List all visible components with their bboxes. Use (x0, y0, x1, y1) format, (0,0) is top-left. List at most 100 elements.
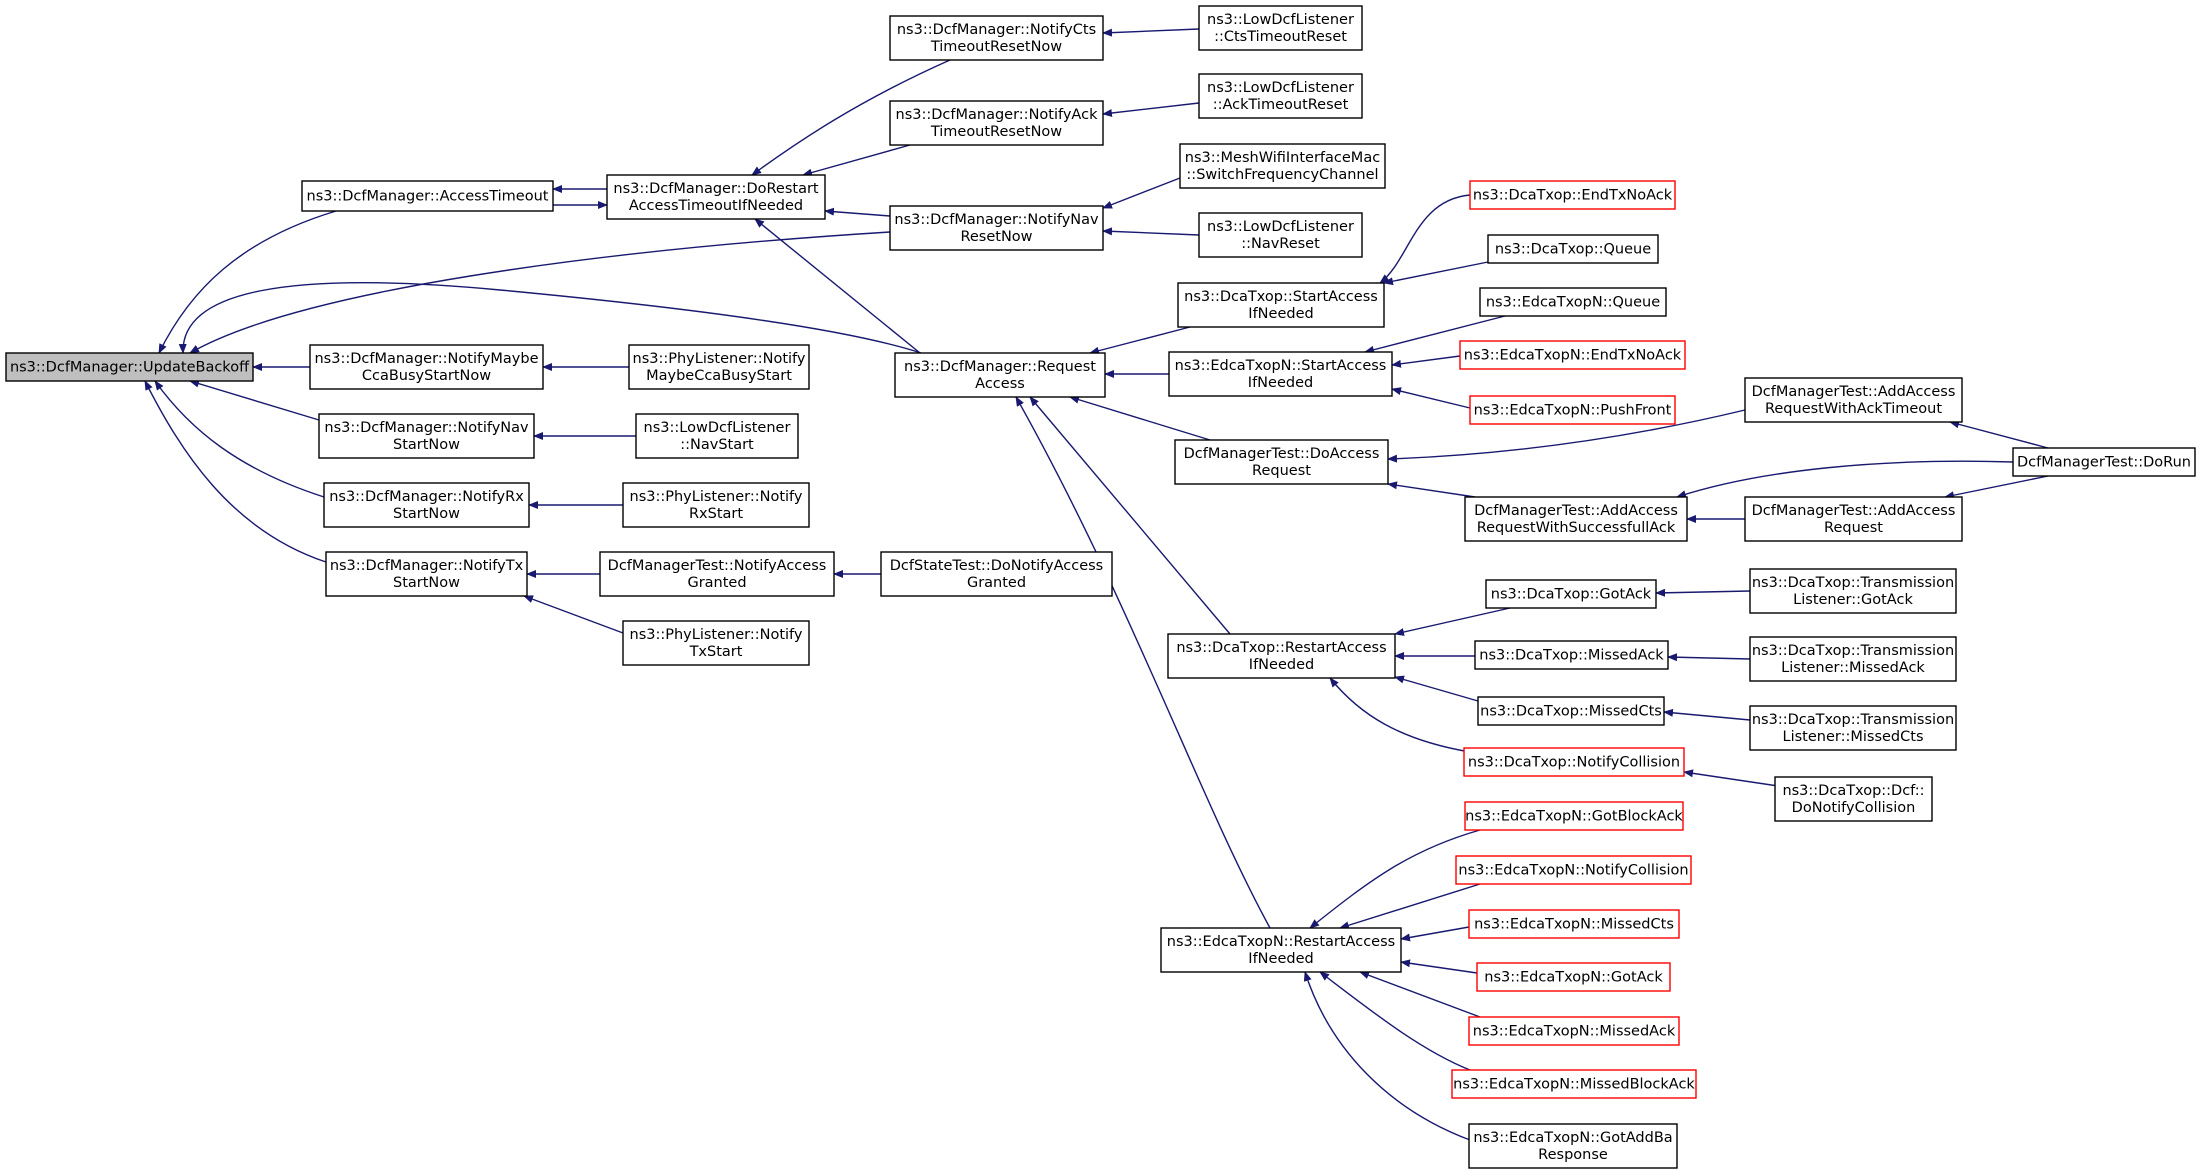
node-notify-maybe[interactable]: ns3::DcfManager::NotifyMaybeCcaBusyStart… (309, 344, 544, 390)
node-label: ns3::LowDcfListener (1207, 12, 1354, 28)
node-test-dorun[interactable]: DcfManagerTest::DoRun (2012, 447, 2196, 477)
node-tl-missedack[interactable]: ns3::DcaTxop::TransmissionListener::Miss… (1749, 636, 1957, 682)
node-edca-gotack[interactable]: ns3::EdcaTxopN::GotAck (1476, 962, 1671, 992)
node-box (606, 174, 826, 220)
node-box (1468, 1123, 1678, 1169)
node-box (894, 352, 1106, 398)
node-label: ns3::PhyListener::Notify (630, 489, 803, 505)
node-label: TxStart (689, 644, 743, 660)
node-dca-missedack[interactable]: ns3::DcaTxop::MissedAck (1474, 640, 1669, 670)
edge-low-navreset-to-notify-nav-reset (1102, 227, 1200, 236)
node-label: CcaBusyStartNow (362, 368, 491, 384)
node-tl-missedcts[interactable]: ns3::DcaTxop::TransmissionListener::Miss… (1749, 705, 1957, 751)
node-tl-gotack[interactable]: ns3::DcaTxop::TransmissionListener::GotA… (1749, 568, 1957, 614)
node-box (1774, 776, 1933, 822)
node-edca-notifycoll[interactable]: ns3::EdcaTxopN::NotifyCollision (1455, 855, 1692, 885)
node-update-backoff[interactable]: ns3::DcfManager::UpdateBackoff (5, 352, 254, 382)
node-mesh-switch[interactable]: ns3::MeshWifiInterfaceMac::SwitchFrequen… (1179, 143, 1386, 189)
node-dca-missedcts[interactable]: ns3::DcaTxop::MissedCts (1477, 696, 1665, 726)
node-box (1469, 395, 1676, 425)
node-do-restart[interactable]: ns3::DcfManager::DoRestartAccessTimeoutI… (606, 174, 826, 220)
node-label: ns3::EdcaTxopN::Queue (1486, 295, 1660, 311)
node-box (1744, 377, 1963, 423)
node-phy-maybe[interactable]: ns3::PhyListener::NotifyMaybeCcaBusyStar… (628, 344, 810, 390)
node-label: ns3::DcaTxop::MissedCts (1480, 704, 1662, 720)
edges-layer (144, 28, 2049, 1141)
node-label: ns3::MeshWifiInterfaceMac (1185, 150, 1380, 166)
node-label: ns3::DcaTxop::StartAccess (1184, 289, 1378, 305)
node-low-ack[interactable]: ns3::LowDcfListener::AckTimeoutReset (1198, 73, 1363, 119)
node-edca-gotblockack[interactable]: ns3::EdcaTxopN::GotBlockAck (1464, 801, 1684, 831)
edge-edca-missedack-to-edca-restart (1359, 971, 1481, 1018)
node-access-timeout[interactable]: ns3::DcfManager::AccessTimeout (301, 180, 554, 212)
node-box (323, 482, 530, 528)
edge-notify-rx-to-update-backoff (154, 380, 325, 498)
edge-dcf-docoll-to-dca-notifycoll (1683, 769, 1786, 788)
node-box (1487, 234, 1659, 264)
node-label: ns3::EdcaTxopN::EndTxNoAck (1464, 348, 1682, 364)
node-box (1468, 909, 1680, 939)
edge-edca-missedblockack-to-edca-restart (1319, 971, 1471, 1071)
node-dca-notifycoll[interactable]: ns3::DcaTxop::NotifyCollision (1463, 747, 1685, 777)
node-dcf-docoll[interactable]: ns3::DcaTxop::Dcf::DoNotifyCollision (1774, 776, 1933, 822)
edge-test-dorun-to-test-successful (1676, 460, 2014, 499)
node-box (1474, 640, 1669, 670)
node-label: ns3::DcaTxop::EndTxNoAck (1473, 188, 1673, 204)
node-low-navreset[interactable]: ns3::LowDcfListener::NavReset (1198, 212, 1363, 258)
node-low-navstart[interactable]: ns3::LowDcfListener::NavStart (635, 413, 799, 459)
node-box (1179, 143, 1386, 189)
node-box (325, 551, 528, 597)
node-test-successful[interactable]: DcfManagerTest::AddAccessRequestWithSucc… (1464, 496, 1688, 542)
edge-test-dorun-to-test-add-request (1944, 475, 2049, 500)
node-label: ns3::PhyListener::Notify (630, 627, 803, 643)
node-dca-queue[interactable]: ns3::DcaTxop::Queue (1487, 234, 1659, 264)
node-label: ns3::DcfManager::NotifyTx (330, 558, 524, 574)
node-box (628, 344, 810, 390)
node-label: DcfManagerTest::DoAccess (1184, 446, 1380, 462)
node-label: Listener::MissedAck (1781, 660, 1925, 676)
node-label: DcfManagerTest::AddAccess (1474, 503, 1678, 519)
node-edca-pushfront[interactable]: ns3::EdcaTxopN::PushFront (1469, 395, 1676, 425)
node-label: Request (1824, 520, 1883, 536)
node-edca-queue[interactable]: ns3::EdcaTxopN::Queue (1479, 287, 1667, 317)
node-label: IfNeeded (1248, 306, 1313, 322)
node-label: ::NavReset (1241, 236, 1320, 252)
node-edca-missedack[interactable]: ns3::EdcaTxopN::MissedAck (1468, 1016, 1680, 1046)
node-label: StartNow (393, 506, 460, 522)
edge-edca-missedcts-to-edca-restart (1400, 926, 1470, 942)
node-label: RequestWithAckTimeout (1765, 401, 1942, 417)
node-box (889, 205, 1104, 251)
node-edca-endtx[interactable]: ns3::EdcaTxopN::EndTxNoAck (1459, 340, 1686, 370)
node-label: ns3::DcfManager::NotifyCts (897, 22, 1096, 38)
node-box (1477, 696, 1665, 726)
node-notify-cts[interactable]: ns3::DcfManager::NotifyCtsTimeoutResetNo… (889, 15, 1104, 61)
node-dca-gotack[interactable]: ns3::DcaTxop::GotAck (1485, 579, 1657, 609)
node-edca-missedblockack[interactable]: ns3::EdcaTxopN::MissedBlockAck (1451, 1069, 1697, 1099)
node-box (1485, 579, 1657, 609)
node-notify-ack[interactable]: ns3::DcfManager::NotifyAckTimeoutResetNo… (889, 100, 1104, 146)
node-edca-missedcts[interactable]: ns3::EdcaTxopN::MissedCts (1468, 909, 1680, 939)
node-dca-endtx[interactable]: ns3::DcaTxop::EndTxNoAck (1469, 180, 1676, 210)
node-box (1198, 212, 1363, 258)
node-label: ns3::EdcaTxopN::PushFront (1474, 403, 1672, 419)
node-box (1160, 927, 1402, 973)
node-test-ack-timeout[interactable]: DcfManagerTest::AddAccessRequestWithAckT… (1744, 377, 1963, 423)
edge-dca-endtx-to-dca-start (1379, 194, 1471, 284)
node-low-cts[interactable]: ns3::LowDcfListener::CtsTimeoutReset (1198, 5, 1363, 51)
